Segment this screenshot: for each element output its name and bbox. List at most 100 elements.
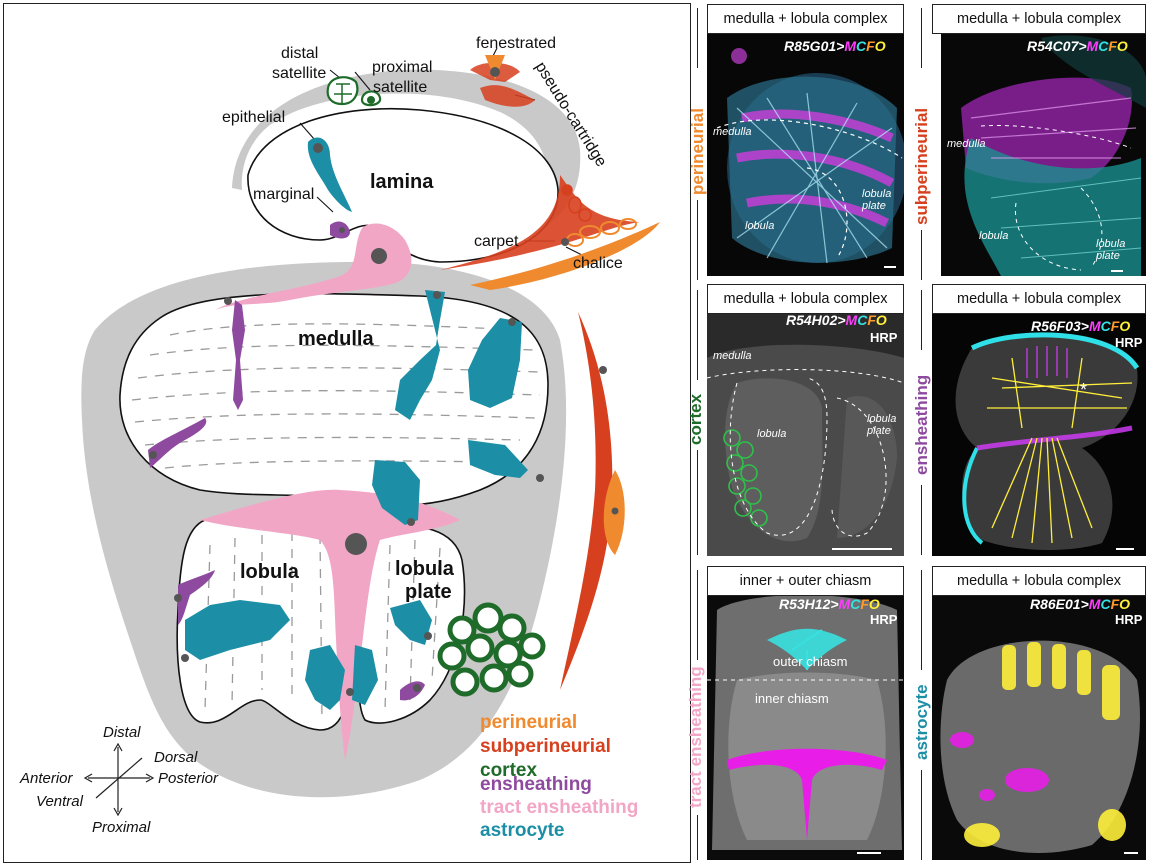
proximal-satellite-label-2: satellite xyxy=(373,79,427,96)
medulla-label: medulla xyxy=(298,328,374,350)
panel2-region-medulla: medulla xyxy=(947,138,986,150)
panel6-side-line-bottom xyxy=(921,770,922,860)
carpet-glia xyxy=(561,184,592,222)
panel3-region-medulla: medulla xyxy=(713,350,752,362)
panel4-side-label: ensheathing xyxy=(912,374,931,475)
panel3-region-lobula: lobula xyxy=(757,428,787,440)
legend-perineurial: perineurial xyxy=(480,712,578,733)
panel5-image xyxy=(707,570,904,860)
orientation-compass xyxy=(83,742,155,817)
legend-ensheathing: ensheathing xyxy=(480,774,592,795)
compass-posterior: Posterior xyxy=(158,770,219,787)
panel5-genotype: R53H12>MCFO xyxy=(779,596,880,612)
panel1-region-medulla: medulla xyxy=(713,126,752,138)
panel5-region-outer-chiasm: outer chiasm xyxy=(773,654,848,669)
compass-anterior: Anterior xyxy=(19,770,74,787)
cortex-glia-cluster xyxy=(437,602,546,697)
panel5-side-line-top xyxy=(697,570,698,660)
panel4-micrograph: * xyxy=(932,288,1146,556)
tract-ensheathing-glia xyxy=(200,223,460,760)
panel3-side-line-bottom xyxy=(697,450,698,555)
panel4-hrp: HRP xyxy=(1115,335,1143,350)
distal-satellite-glia xyxy=(326,76,359,106)
panel3-side-line-top xyxy=(697,290,698,380)
panel6-scalebar xyxy=(1124,852,1138,854)
panel5-side-label: tract ensheathing xyxy=(686,666,705,808)
panel4-side-line-top xyxy=(921,290,922,350)
compass-distal: Distal xyxy=(103,724,141,741)
panel5-hrp: HRP xyxy=(870,612,898,627)
panel4-side-line-bottom xyxy=(921,485,922,555)
panel2-micrograph: medulla lobula lobula plate xyxy=(941,8,1146,276)
panel2-region-lobula-plate: lobula plate xyxy=(1096,238,1126,262)
schematic-panel xyxy=(3,3,691,863)
legend-tract-ensheathing: tract ensheathing xyxy=(480,797,639,818)
panel3-hrp: HRP xyxy=(870,330,898,345)
panel5-side-line-bottom xyxy=(697,815,698,860)
marginal-label: marginal xyxy=(253,186,314,203)
panel2-scalebar xyxy=(1111,270,1123,272)
panel3-scalebar xyxy=(832,548,892,550)
panel4-asterisk: * xyxy=(1080,380,1087,400)
carpet-label: carpet xyxy=(474,233,519,250)
panel1-region-lobula: lobula xyxy=(745,220,775,232)
panel2-region-lobula: lobula xyxy=(979,230,1009,242)
proximal-satellite-glia xyxy=(360,90,382,107)
panel1-side-line-top xyxy=(697,8,698,68)
panel2-title: medulla + lobula complex xyxy=(932,4,1146,34)
optic-lobe-schematic: lamina medulla lobula lobula plate dista… xyxy=(19,35,660,836)
chalice-label: chalice xyxy=(573,255,623,272)
subperineurial-strip xyxy=(560,312,613,690)
panel6-side-line-top xyxy=(921,570,922,670)
panel4-title: medulla + lobula complex xyxy=(932,284,1146,314)
panel6-side-label: astrocyte xyxy=(912,684,931,760)
distal-satellite-label-1: distal xyxy=(281,45,318,62)
panel1-side-line-bottom xyxy=(697,200,698,280)
panel4-scalebar xyxy=(1116,548,1134,550)
astrocyte-glia xyxy=(185,290,528,710)
perineurial-band-lamina xyxy=(470,222,660,290)
neuropil-layer-lines xyxy=(131,323,541,721)
lobula-label: lobula xyxy=(240,561,300,583)
panel2-image xyxy=(941,8,1146,276)
legend-subperineurial: subperineurial xyxy=(480,736,611,757)
compass-ventral: Ventral xyxy=(36,793,84,810)
panel3-side-label: cortex xyxy=(686,393,705,445)
panel5-scalebar xyxy=(857,852,881,854)
panel3-image xyxy=(707,288,904,556)
ensheathing-nuclei xyxy=(149,297,421,692)
panel6-micrograph xyxy=(932,570,1146,860)
subperineurial-band-lamina xyxy=(440,175,640,270)
panel4-genotype: R56F03>MCFO xyxy=(1031,318,1131,334)
lamina-label: lamina xyxy=(370,171,434,193)
panel1-title: medulla + lobula complex xyxy=(707,4,904,34)
panel3-title: medulla + lobula complex xyxy=(707,284,904,314)
panel6-title: medulla + lobula complex xyxy=(932,566,1146,596)
panel2-genotype: R54C07>MCFO xyxy=(1027,38,1128,54)
lobula-plate-label-line1: lobula xyxy=(395,558,455,580)
fenestrated-label: fenestrated xyxy=(476,35,556,52)
legend-cortex: cortex xyxy=(480,760,538,781)
fenestrated-glia xyxy=(470,55,535,107)
panel1-side-label: perineurial xyxy=(688,108,707,195)
panel2-side-label: subperineurial xyxy=(912,107,931,225)
panel1-genotype: R85G01>MCFO xyxy=(784,38,886,54)
panel6-image xyxy=(932,570,1146,860)
distal-satellite-label-2: satellite xyxy=(272,65,326,82)
chalice-glia xyxy=(566,218,637,247)
panel3-micrograph: medulla lobula lobula plate xyxy=(707,288,904,556)
panel1-region-lobula-plate: lobula plate xyxy=(862,188,892,212)
panel5-title: inner + outer chiasm xyxy=(707,566,904,596)
panel5-micrograph: outer chiasm inner chiasm xyxy=(707,570,904,860)
panel1-image xyxy=(707,8,904,276)
epithelial-glia xyxy=(307,137,352,212)
panel2-side-line-bottom xyxy=(921,230,922,280)
panel5-region-inner-chiasm: inner chiasm xyxy=(755,691,829,706)
panel3-region-lobula-plate: lobula plate xyxy=(867,413,897,437)
marginal-glia xyxy=(330,221,350,239)
proximal-satellite-label-1: proximal xyxy=(372,59,432,76)
panel3-genotype: R54H02>MCFO xyxy=(786,312,887,328)
lobula-plate-label-line2: plate xyxy=(405,581,452,603)
compass-proximal: Proximal xyxy=(92,819,151,836)
legend-astrocyte: astrocyte xyxy=(480,820,565,841)
